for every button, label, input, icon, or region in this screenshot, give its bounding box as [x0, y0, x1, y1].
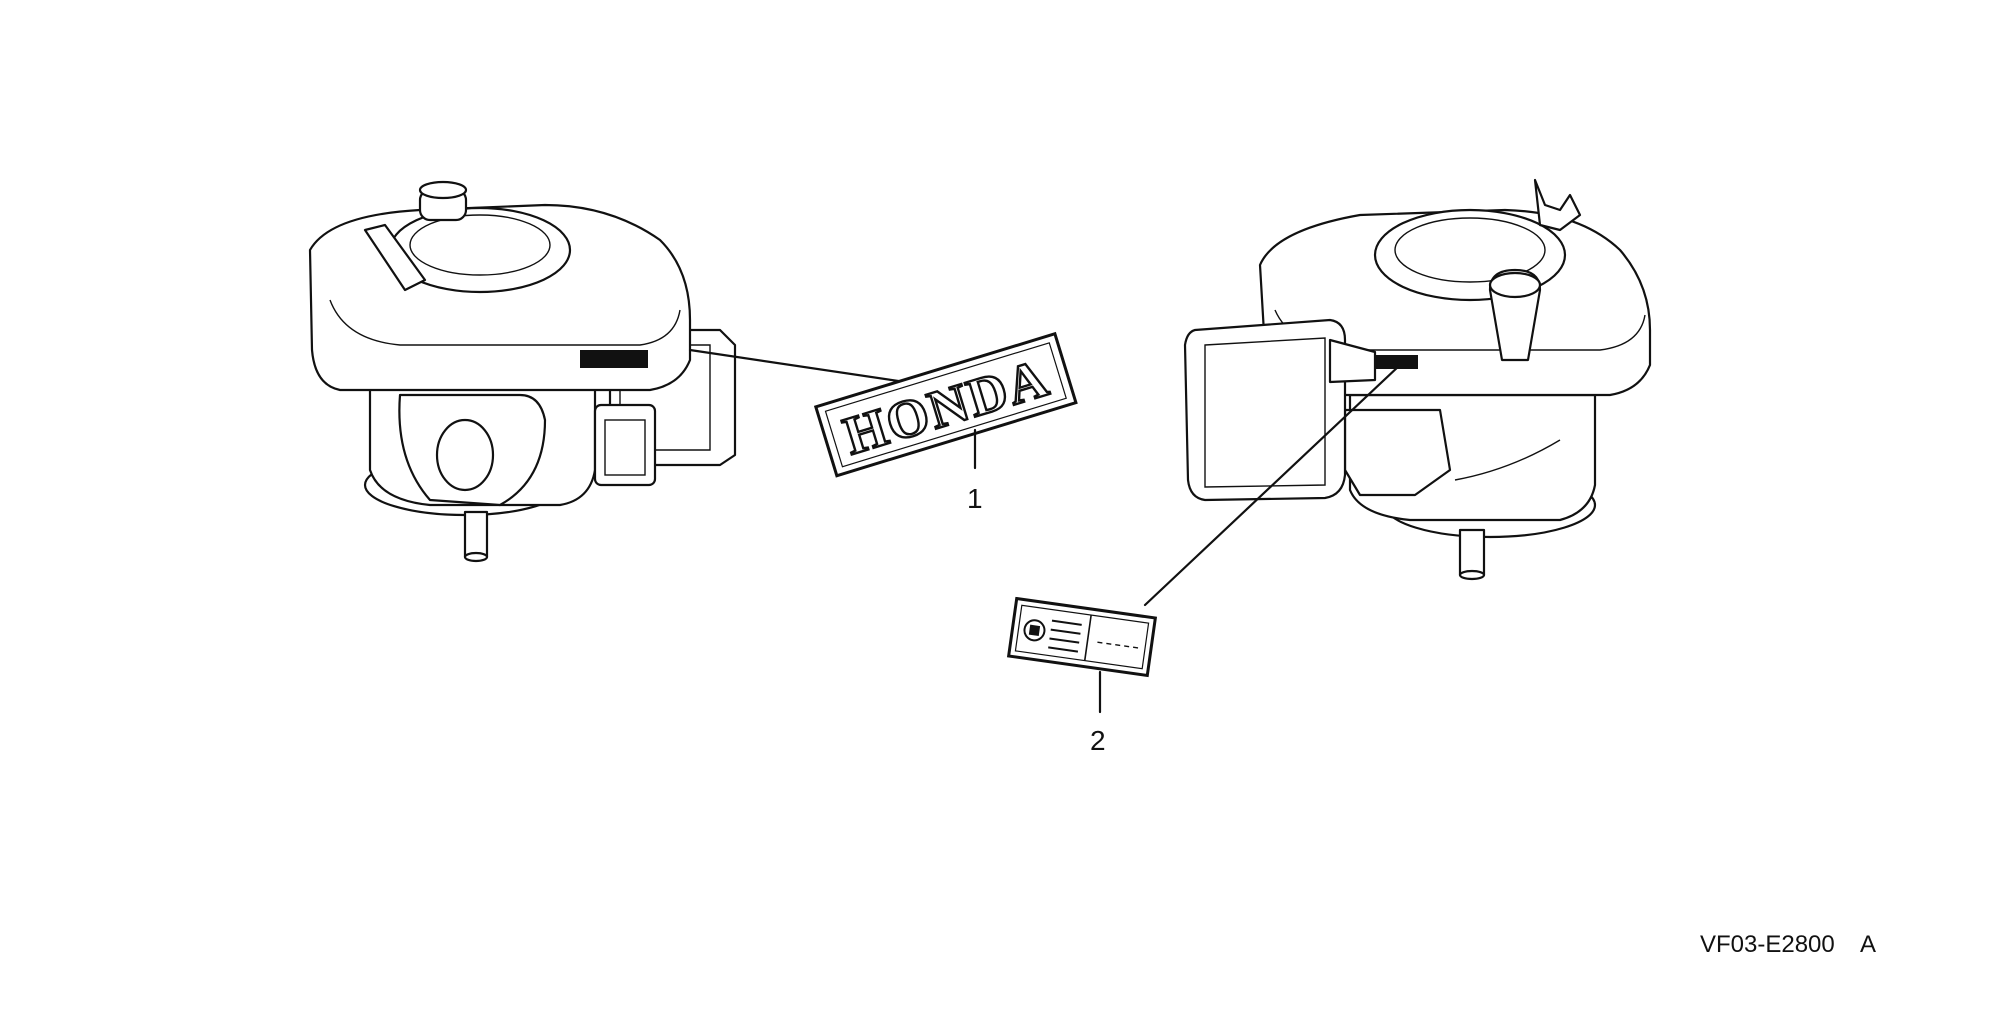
decal-honda-text: HONDA [837, 347, 1056, 466]
callout-2: 2 [1090, 725, 1106, 756]
emission-label [1006, 596, 1158, 678]
engine-right-view [1183, 178, 1652, 581]
drawing-revision: A [1860, 931, 1876, 958]
honda-decal: HONDA [813, 331, 1078, 478]
callout-1: 1 [967, 483, 983, 514]
drawing-code: VF03-E2800 [1700, 931, 1835, 958]
engine-left-view [308, 180, 737, 563]
leader-line-2a [1143, 363, 1402, 607]
leader-line-1a [688, 348, 907, 384]
